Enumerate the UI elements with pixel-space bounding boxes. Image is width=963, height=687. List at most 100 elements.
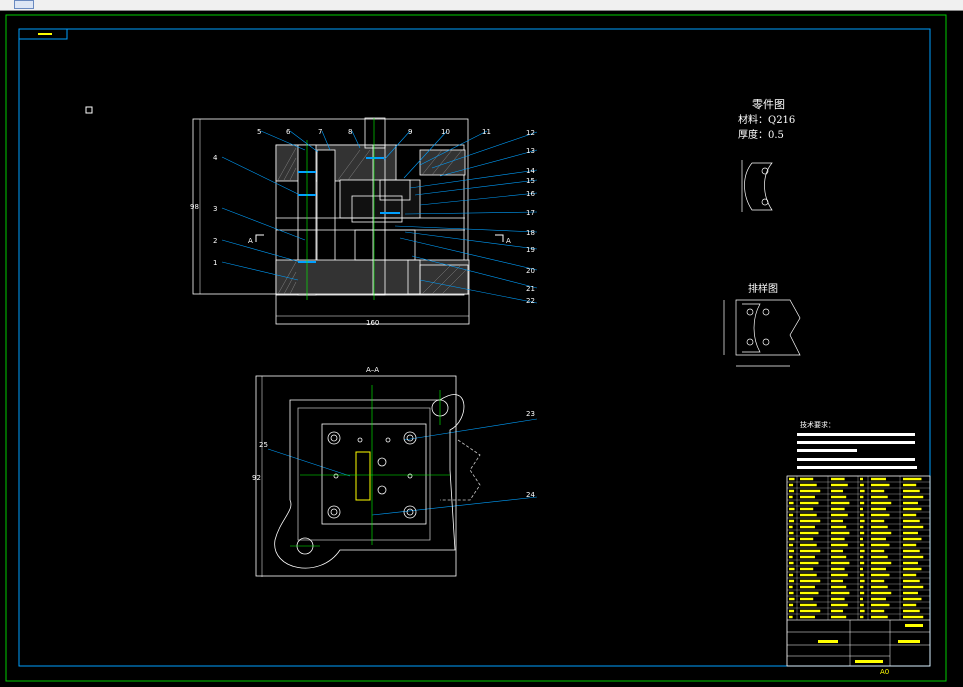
bom-cell-mark bbox=[871, 489, 885, 493]
bom-cell-mark bbox=[789, 597, 795, 601]
bom-cell-mark bbox=[831, 483, 848, 487]
dim-height: 98 bbox=[190, 203, 199, 211]
section-arrow-left bbox=[255, 234, 264, 242]
bom-cell-mark bbox=[860, 609, 865, 613]
callout-10: 10 bbox=[441, 128, 450, 136]
bom-cell-mark bbox=[903, 525, 924, 529]
bom-cell-mark bbox=[789, 603, 794, 607]
bom-cell-mark bbox=[789, 531, 794, 535]
assembly-hatching bbox=[277, 147, 467, 295]
title-block bbox=[786, 619, 931, 667]
bom-cell-mark bbox=[800, 543, 817, 547]
callout-11: 11 bbox=[482, 128, 491, 136]
bom-cell-mark bbox=[860, 519, 865, 523]
callout-18: 18 bbox=[526, 229, 535, 237]
bom-cell-mark bbox=[789, 609, 795, 613]
bom-cell-mark bbox=[871, 501, 892, 505]
callout-15: 15 bbox=[526, 177, 535, 185]
bom-cell-mark bbox=[903, 489, 920, 493]
bom-cell-mark bbox=[860, 513, 864, 517]
bom-cell-mark bbox=[871, 609, 885, 613]
callout-3: 3 bbox=[213, 205, 217, 213]
bom-cell-mark bbox=[789, 495, 793, 499]
window-tab-bar bbox=[0, 0, 963, 11]
bom-cell-mark bbox=[789, 573, 794, 577]
bom-cell-mark bbox=[831, 489, 843, 493]
bom-cell-mark bbox=[871, 579, 885, 583]
bom-cell-mark bbox=[789, 567, 795, 571]
bom-cell-mark bbox=[800, 597, 814, 601]
bom-cell-mark bbox=[903, 513, 917, 517]
bom-cell-mark bbox=[831, 597, 845, 601]
assembly-front-view bbox=[192, 117, 470, 325]
bom-cell-mark bbox=[800, 603, 817, 607]
bom-cell-mark bbox=[800, 507, 814, 511]
bom-cell-mark bbox=[800, 501, 819, 505]
bom-cell-mark bbox=[831, 555, 847, 559]
bom-cell-mark bbox=[800, 549, 821, 553]
bom-cell-mark bbox=[800, 537, 814, 541]
outer-border bbox=[5, 14, 947, 682]
bom-cell-mark bbox=[800, 585, 815, 589]
bom-cell-mark bbox=[860, 597, 863, 601]
bom-cell-mark bbox=[860, 555, 864, 559]
part-drawing bbox=[741, 160, 773, 212]
bom-cell-mark bbox=[800, 615, 815, 619]
bom-cell-mark bbox=[831, 585, 847, 589]
callout-13: 13 bbox=[526, 147, 535, 155]
callout-4: 4 bbox=[213, 154, 218, 162]
bom-cell-mark bbox=[903, 555, 924, 559]
bom-cell-mark bbox=[789, 591, 794, 595]
bom-cell-mark bbox=[871, 555, 888, 559]
callout-25: 25 bbox=[259, 441, 268, 449]
dimension-lines bbox=[199, 119, 469, 577]
callout-12: 12 bbox=[526, 129, 535, 137]
bom-cell-mark bbox=[831, 531, 850, 535]
part-drawing-title: 零件图 bbox=[752, 98, 785, 111]
bom-cell-mark bbox=[860, 507, 863, 511]
bom-cell-mark bbox=[860, 537, 863, 541]
bom-cell-mark bbox=[860, 615, 864, 619]
bom-cell-mark bbox=[871, 567, 886, 571]
bom-cell-mark bbox=[903, 501, 918, 505]
bom-cell-mark bbox=[903, 585, 924, 589]
bom-cell-mark bbox=[789, 507, 795, 511]
bom-cell-mark bbox=[800, 591, 819, 595]
callout-21: 21 bbox=[526, 285, 535, 293]
callout-23: 23 bbox=[526, 410, 535, 418]
bom-cell-mark bbox=[871, 513, 890, 517]
bom-cell-mark bbox=[871, 483, 890, 487]
callout-5: 5 bbox=[257, 128, 261, 136]
bom-cell-mark bbox=[800, 519, 821, 523]
bom-cell-mark bbox=[800, 561, 819, 565]
callout-7: 7 bbox=[318, 128, 322, 136]
bom-cell-mark bbox=[860, 501, 865, 505]
strip-layout bbox=[723, 299, 801, 367]
bom-cell-mark bbox=[831, 609, 843, 613]
assembly-highlights bbox=[298, 118, 400, 300]
bom-cell-mark bbox=[831, 513, 848, 517]
bom-cell-mark bbox=[860, 591, 865, 595]
bom-cell-mark bbox=[903, 561, 918, 565]
bom-cell-mark bbox=[903, 567, 922, 571]
callout-17: 17 bbox=[526, 209, 535, 217]
bom-cell-mark bbox=[831, 543, 848, 547]
callout-14: 14 bbox=[526, 167, 535, 175]
bom-cell-mark bbox=[871, 495, 888, 499]
section-arrow-right bbox=[495, 234, 504, 242]
bom-cell-mark bbox=[860, 573, 864, 577]
document-icon[interactable] bbox=[14, 0, 34, 9]
bom-cell-mark bbox=[789, 615, 793, 619]
bom-cell-mark bbox=[789, 477, 795, 481]
bom-cell-mark bbox=[831, 525, 847, 529]
parts-list bbox=[786, 475, 931, 667]
bom-cell-mark bbox=[871, 507, 886, 511]
bom-cell-mark bbox=[789, 519, 795, 523]
bom-cell-mark bbox=[871, 561, 892, 565]
sheet-number-mark bbox=[38, 33, 52, 35]
bom-cell-mark bbox=[871, 543, 890, 547]
bom-cell-mark bbox=[800, 531, 819, 535]
bom-cell-mark bbox=[903, 579, 920, 583]
section-mark-left: A bbox=[248, 237, 253, 245]
bom-cell-mark bbox=[831, 507, 845, 511]
